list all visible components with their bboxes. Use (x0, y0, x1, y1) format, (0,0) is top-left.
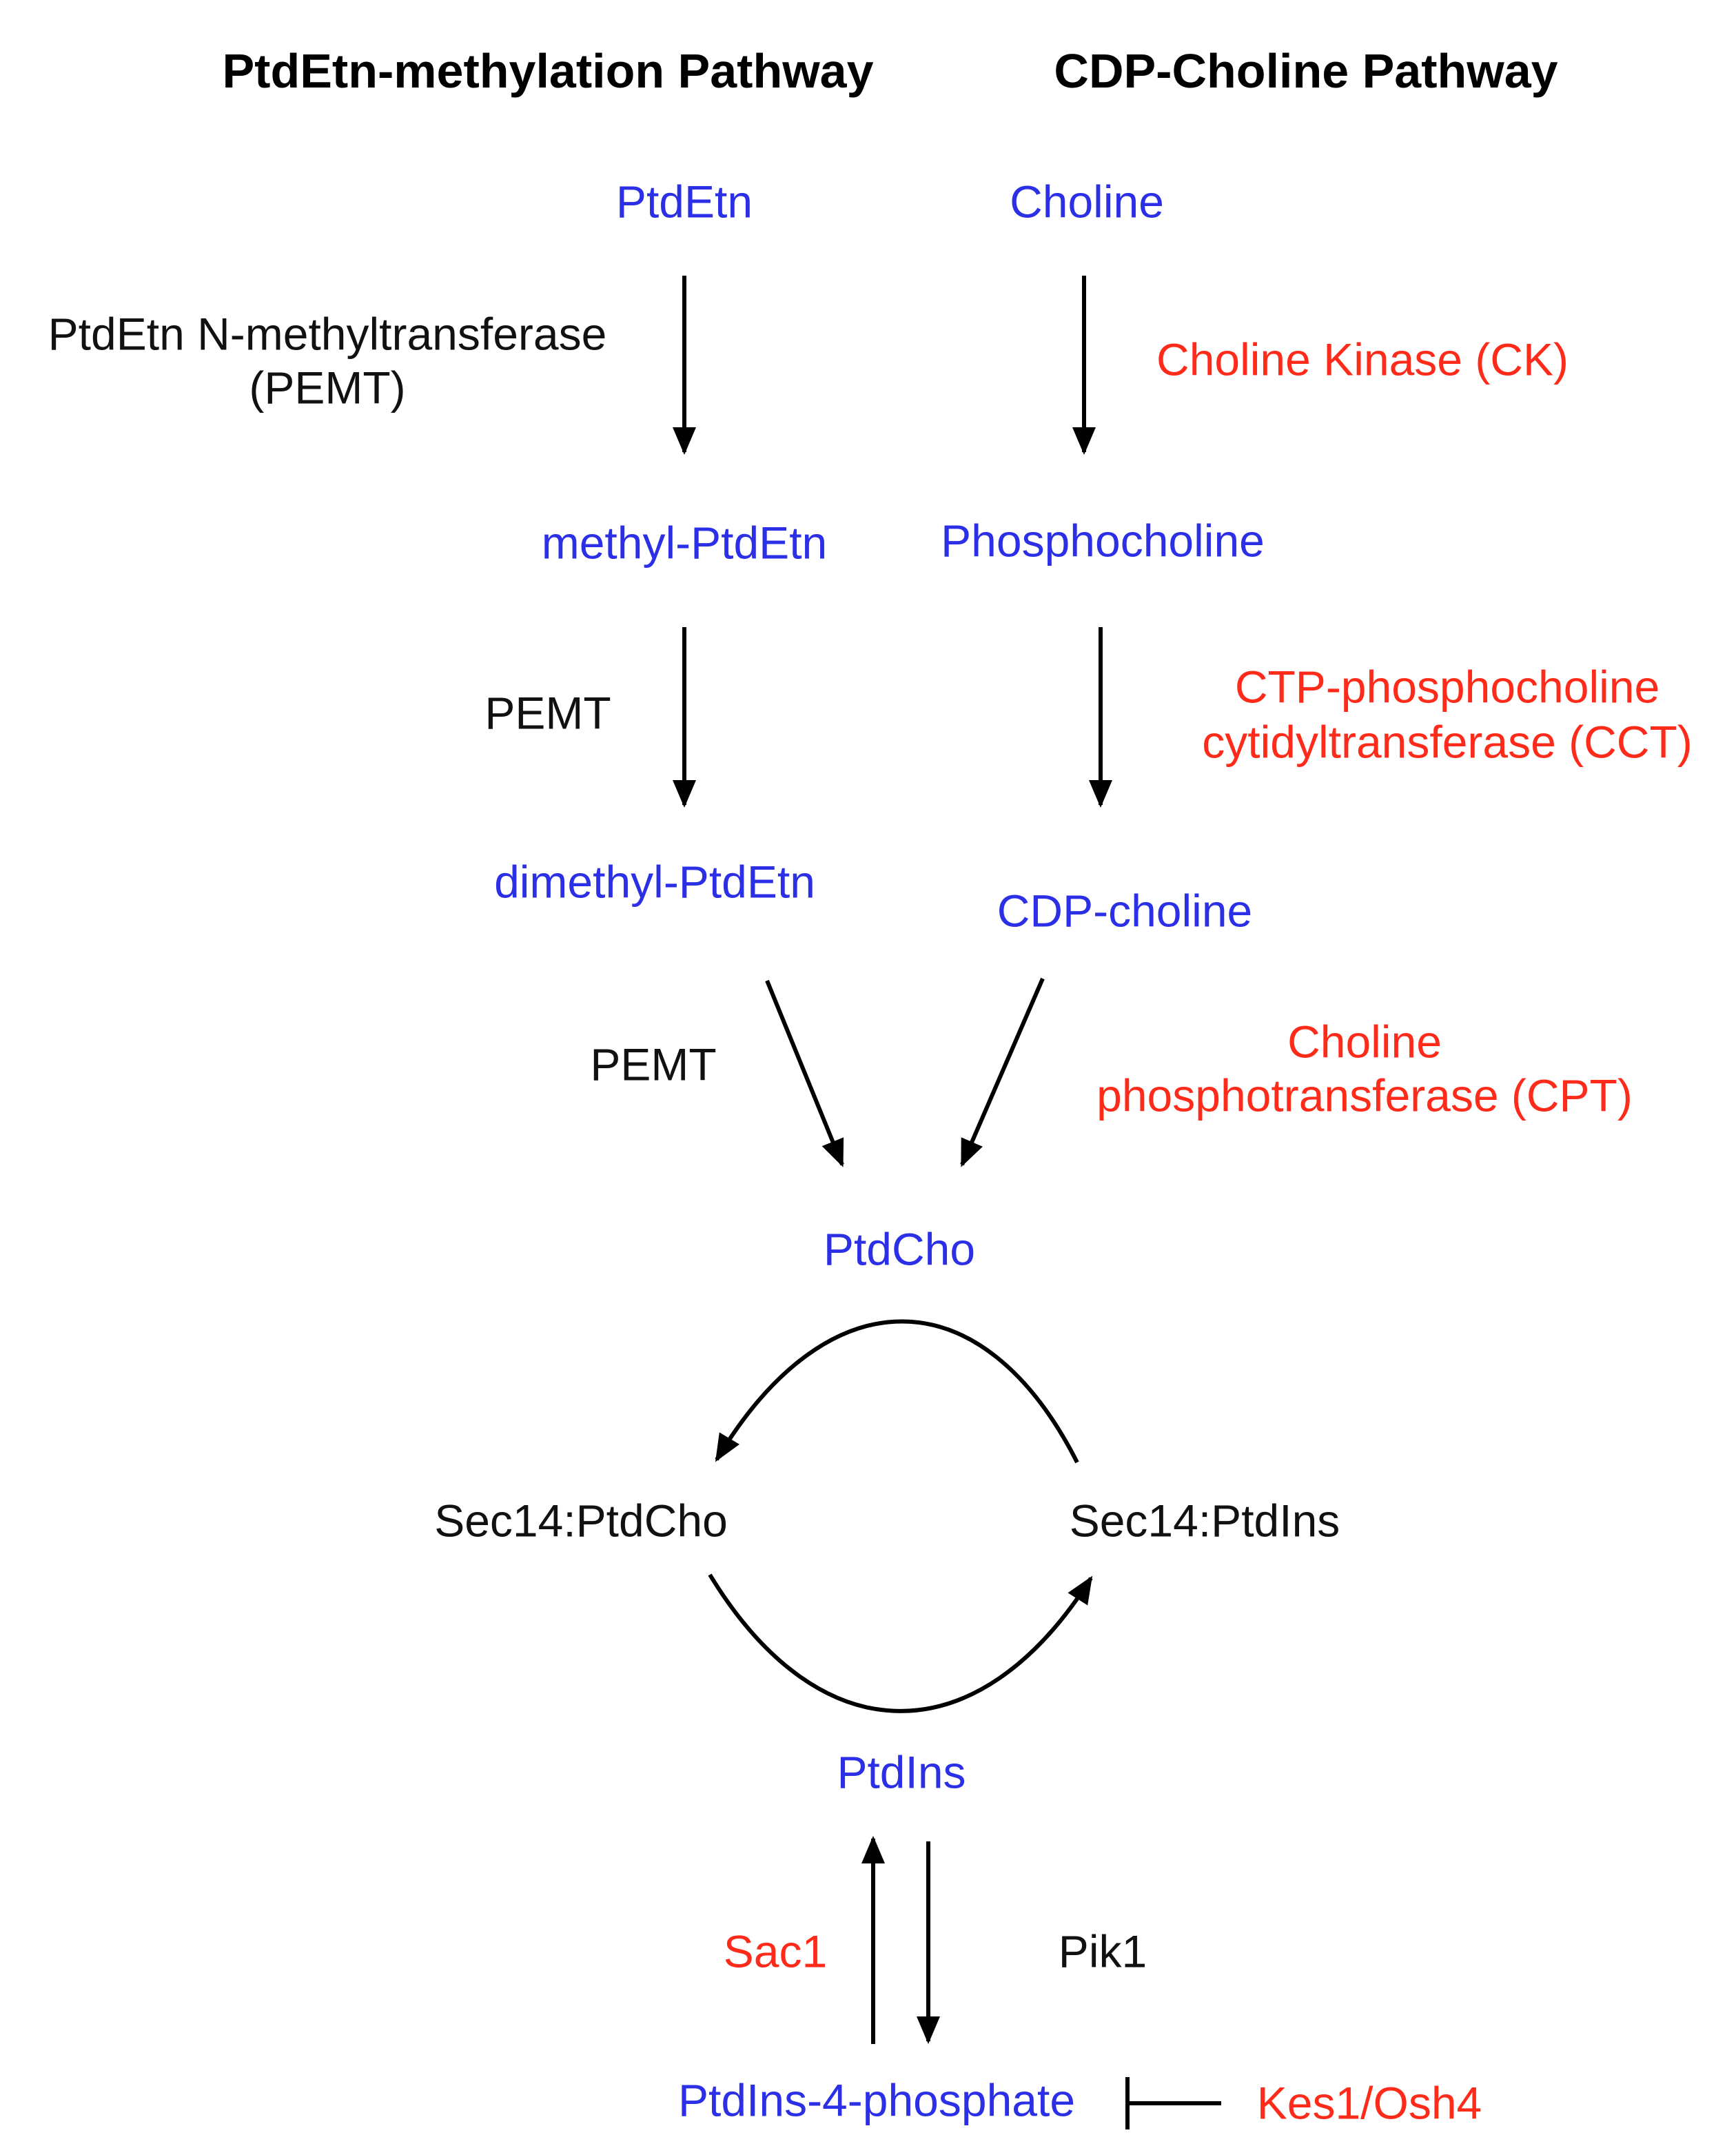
metabolite-dimethyl-ptdetn: dimethyl-PtdEtn (494, 856, 815, 908)
header-cdp-choline: CDP-Choline Pathway (1054, 44, 1558, 98)
arrow-cdp-to-ptdcho (960, 977, 1045, 1167)
metabolite-ptdins: PtdIns (837, 1746, 966, 1798)
complex-sec14-ptdcho: Sec14:PtdCho (434, 1495, 728, 1546)
enzyme-cct-line1: CTP-phosphocholine (1234, 661, 1660, 713)
metabolite-ptdcho: PtdCho (823, 1223, 976, 1275)
enzyme-pemt-full-name: PtdEtn N-methyltransferase (48, 308, 607, 360)
complex-sec14-ptdins: Sec14:PtdIns (1069, 1495, 1340, 1546)
enzyme-cpt-line2: phosphotransferase (CPT) (1096, 1070, 1633, 1121)
metabolite-cdp-choline: CDP-choline (997, 885, 1253, 937)
header-ptdetn-methylation: PtdEtn-methylation Pathway (222, 44, 874, 98)
arrow-dimethyl-to-ptdcho (765, 979, 844, 1167)
enzyme-pik1: Pik1 (1058, 1925, 1147, 1977)
metabolite-phosphocholine: Phosphocholine (941, 515, 1265, 566)
metabolite-ptdetn: PtdEtn (615, 176, 753, 227)
metabolite-methyl-ptdetn: methyl-PtdEtn (541, 517, 828, 569)
enzyme-pemt-step2: PEMT (484, 687, 611, 739)
enzyme-cpt-line1: Choline (1287, 1016, 1442, 1067)
enzyme-kes1-osh4: Kes1/Osh4 (1256, 2077, 1482, 2129)
arrow-cycle-bottom (708, 1573, 1093, 1713)
metabolite-choline: Choline (1010, 176, 1164, 227)
enzyme-cct-line2: cytidyltransferase (CCT) (1202, 716, 1693, 768)
enzyme-sac1: Sac1 (723, 1925, 828, 1977)
arrow-cycle-top (715, 1319, 1079, 1464)
enzyme-pemt-step3: PEMT (590, 1039, 717, 1090)
enzyme-choline-kinase: Choline Kinase (CK) (1156, 334, 1569, 385)
metabolite-ptdins-4-phosphate: PtdIns-4-phosphate (677, 2074, 1076, 2126)
enzyme-pemt-abbrev: (PEMT) (249, 362, 406, 413)
